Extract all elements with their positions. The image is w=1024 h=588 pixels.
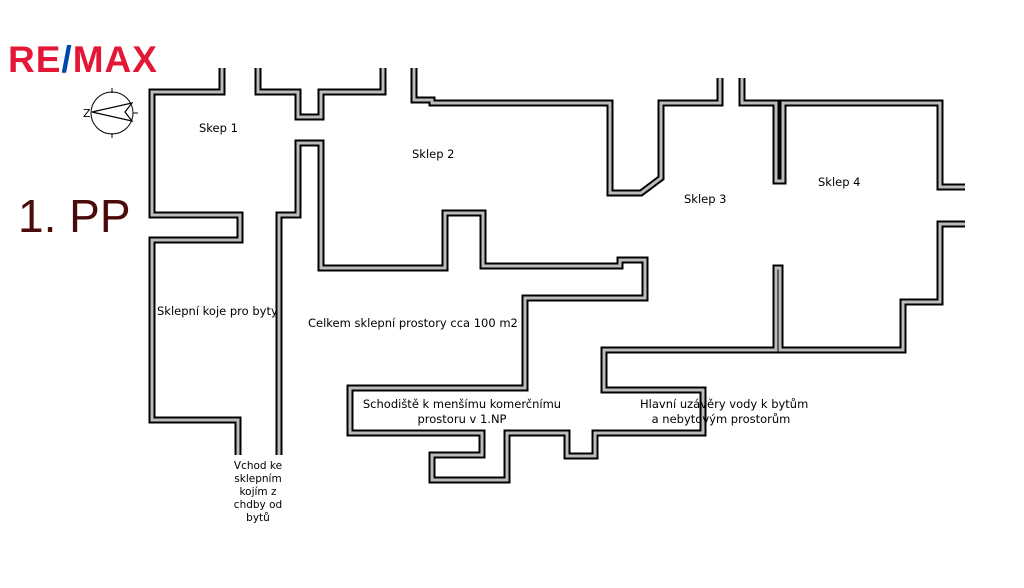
room-label-sklep4: Sklep 4: [818, 175, 861, 189]
wall: [256, 68, 385, 119]
room-label-celkem: Celkem sklepní prostory cca 100 m2: [308, 316, 518, 330]
wall: [412, 68, 722, 195]
walls: [148, 68, 965, 484]
label-line: a nebytovým prostorům: [651, 412, 791, 426]
room-label-koje: Sklepní koje pro byty: [157, 304, 278, 318]
label-line: Vchod ke: [233, 460, 283, 472]
compass-icon: Z: [83, 88, 138, 138]
label-line: sklepním: [234, 473, 282, 485]
room-label-sklep2: Sklep 2: [412, 147, 455, 161]
label-line: chdby od: [233, 499, 283, 511]
svg-text:Z: Z: [83, 107, 91, 120]
label-line: Hlavní uzávěry vody k bytům: [640, 397, 809, 411]
floor-level-title: 1. PP: [18, 190, 131, 242]
room-label-skep1: Skep 1: [199, 121, 238, 135]
wall: [410, 68, 724, 197]
wall: [277, 141, 965, 482]
room-label-schodiste: Schodiště k menšímu komerčnímu prostoru …: [356, 397, 568, 427]
wall: [150, 68, 242, 455]
label-line: kojím z: [239, 486, 277, 498]
label-line: Schodiště k menšímu komerčnímu: [362, 397, 562, 411]
room-label-uzavery: Hlavní uzávěry vody k bytům a nebytovým …: [640, 397, 809, 427]
room-label-sklep3: Sklep 3: [684, 192, 727, 206]
remax-logo: RE/MAX: [8, 39, 158, 80]
label-line: prostoru v 1.NP: [417, 412, 507, 426]
room-label-vchod: Vchod ke sklepním kojím z chdby od bytů: [226, 460, 290, 525]
wall: [740, 78, 965, 189]
label-line: bytů: [246, 512, 270, 524]
